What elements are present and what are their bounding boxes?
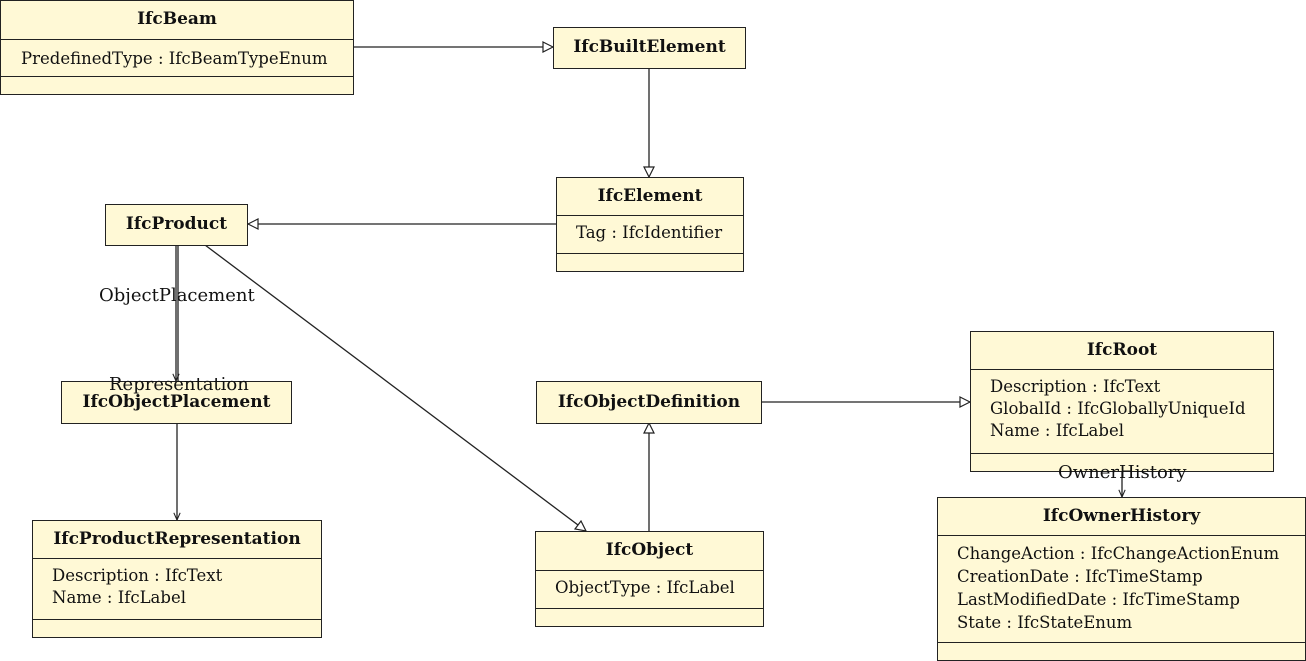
association-label-representation: Representation (109, 374, 249, 395)
operation-compartment (1, 76, 353, 94)
attribute-compartment: Description : IfcText Name : IfcLabel (33, 558, 321, 609)
attribute-compartment: PredefinedType : IfcBeamTypeEnum (1, 39, 353, 70)
class-name: IfcObjectPlacement (82, 392, 271, 412)
class-ifc-object[interactable]: IfcObject ObjectType : IfcLabel (535, 531, 764, 627)
attribute-row: State : IfcStateEnum (957, 613, 1133, 632)
attribute-row: PredefinedType : IfcBeamTypeEnum (21, 49, 328, 68)
attribute-row: CreationDate : IfcTimeStamp (957, 567, 1203, 586)
operation-compartment (33, 619, 321, 637)
class-ifc-product-representation[interactable]: IfcProductRepresentation Description : I… (32, 520, 322, 638)
attribute-row: GlobalId : IfcGloballyUniqueId (990, 399, 1246, 418)
class-name: IfcBuiltElement (573, 37, 726, 57)
class-ifc-object-placement[interactable]: IfcObjectPlacement (61, 381, 292, 424)
class-ifc-beam[interactable]: IfcBeam PredefinedType : IfcBeamTypeEnum (0, 0, 354, 95)
class-ifc-owner-history[interactable]: IfcOwnerHistory ChangeAction : IfcChange… (937, 497, 1306, 661)
operation-compartment (557, 253, 743, 271)
class-name: IfcBeam (137, 9, 217, 29)
class-name: IfcOwnerHistory (1042, 506, 1201, 526)
class-ifc-built-element[interactable]: IfcBuiltElement (553, 27, 746, 69)
attribute-row: Name : IfcLabel (52, 588, 186, 607)
attribute-row: Description : IfcText (52, 566, 223, 585)
class-ifc-product[interactable]: IfcProduct (105, 204, 248, 246)
operation-compartment (536, 608, 763, 626)
class-ifc-root[interactable]: IfcRoot Description : IfcText GlobalId :… (970, 331, 1274, 472)
operation-compartment (971, 453, 1273, 471)
association-label-object-placement: ObjectPlacement (99, 285, 255, 306)
attribute-compartment: Tag : IfcIdentifier (557, 215, 743, 244)
product-to-object-generalization (204, 244, 586, 531)
attribute-compartment: ObjectType : IfcLabel (536, 570, 763, 599)
class-name: IfcProduct (125, 214, 228, 234)
attribute-row: Description : IfcText (990, 377, 1161, 396)
class-name: IfcRoot (1086, 340, 1158, 360)
attribute-compartment: ChangeAction : IfcChangeActionEnum Creat… (938, 535, 1305, 634)
attribute-row: ObjectType : IfcLabel (555, 578, 735, 597)
attribute-compartment: Description : IfcText GlobalId : IfcGlob… (971, 369, 1273, 442)
class-ifc-object-definition[interactable]: IfcObjectDefinition (536, 381, 762, 424)
class-name: IfcObjectDefinition (557, 392, 741, 412)
attribute-row: Name : IfcLabel (990, 421, 1124, 440)
attribute-row: Tag : IfcIdentifier (576, 223, 723, 242)
class-name: IfcElement (597, 186, 703, 206)
association-label-owner-history: OwnerHistory (1058, 462, 1187, 483)
class-name: IfcProductRepresentation (53, 529, 301, 549)
attribute-row: LastModifiedDate : IfcTimeStamp (957, 590, 1240, 609)
attribute-row: ChangeAction : IfcChangeActionEnum (957, 544, 1280, 563)
class-name: IfcObject (605, 540, 694, 560)
operation-compartment (938, 642, 1305, 660)
class-ifc-element[interactable]: IfcElement Tag : IfcIdentifier (556, 177, 744, 272)
